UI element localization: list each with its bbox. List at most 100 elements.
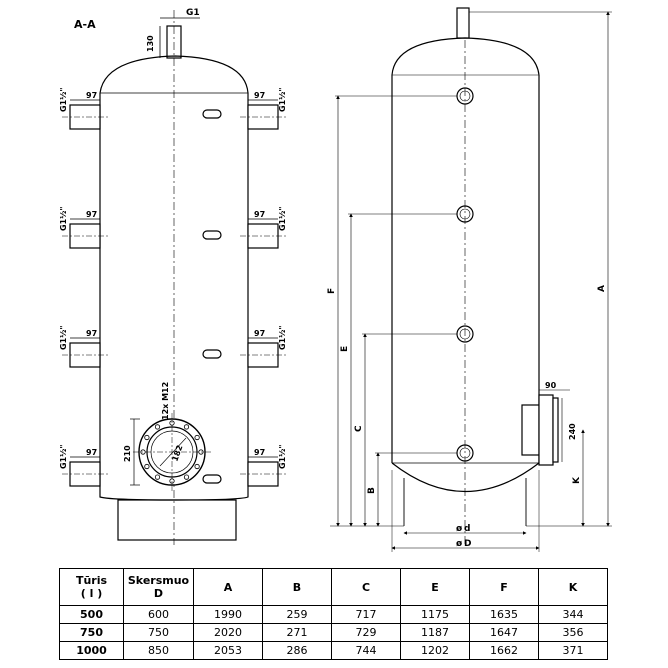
- tank-skirt: [117, 499, 237, 541]
- left-connections: 97 97 97 97 G1½" G1½" G1½" G1½": [58, 87, 108, 487]
- table-header-cell: C: [331, 568, 401, 606]
- dim-D-label: D: [464, 539, 471, 549]
- bolt-hole: [154, 424, 161, 430]
- header-line-2: ( l ): [80, 587, 103, 600]
- table-cell: 717: [331, 605, 401, 624]
- side-dim-label: 97: [86, 329, 97, 338]
- right-connections: 97 97 97 97 G1½" G1½" G1½" G1½": [240, 87, 287, 487]
- table-header-cell: Tūris( l ): [59, 568, 124, 606]
- bolt-hole: [194, 434, 200, 441]
- table-cell: 344: [538, 605, 608, 624]
- table-header-cell: E: [400, 568, 470, 606]
- manhole-flange: 210 182 12x M12: [123, 382, 211, 491]
- table-cell: 371: [538, 641, 608, 660]
- table-cell: 1990: [193, 605, 263, 624]
- table-cell: 1175: [400, 605, 470, 624]
- side-dim-label: 97: [254, 329, 265, 338]
- side-dim-label: 97: [254, 91, 265, 100]
- header-line-2: D: [153, 587, 164, 600]
- bolt-hole: [194, 463, 200, 470]
- side-dim-label: 97: [86, 448, 97, 457]
- side-connection-label: G1½": [58, 325, 68, 350]
- top-pipe: [456, 7, 470, 39]
- table-header-cell: B: [262, 568, 332, 606]
- bolt-hole: [144, 434, 150, 441]
- table-cell: 286: [262, 641, 332, 660]
- side-dim-label: 97: [86, 210, 97, 219]
- table-header-cell: F: [469, 568, 539, 606]
- table-cell: 1662: [469, 641, 539, 660]
- side-connection-label: G1½": [277, 87, 287, 112]
- table-header-cell: A: [193, 568, 263, 606]
- bolt-hole: [183, 474, 190, 480]
- internal-tubes: [202, 109, 222, 484]
- side-connection-label: G1½": [58, 206, 68, 231]
- side-connection-label: G1½": [277, 206, 287, 231]
- dim-F-label: F: [327, 288, 337, 294]
- dim-A-label: A: [597, 285, 607, 292]
- dim-B-label: B: [367, 487, 377, 494]
- volume-cell: 750: [59, 623, 124, 642]
- side-connection-label: G1½": [58, 87, 68, 112]
- header-line-1: K: [568, 580, 578, 594]
- diameter-symbol: ø: [456, 539, 462, 549]
- side-connection-label: G1½": [58, 444, 68, 469]
- side-dim-label: 97: [254, 210, 265, 219]
- table-header-cell: K: [538, 568, 608, 606]
- bolt-hole: [154, 474, 161, 480]
- dimension-leaders: [330, 95, 612, 527]
- elevation-view: 90 240 F E C B A K: [327, 7, 612, 552]
- side-connection-label: G1½": [277, 444, 287, 469]
- shell-bottom: [391, 462, 540, 493]
- table-cell: 1202: [400, 641, 470, 660]
- volume-cell: 1000: [59, 641, 124, 660]
- volume-cell: 500: [59, 605, 124, 624]
- side-dim-label: 97: [86, 91, 97, 100]
- dim-E-label: E: [340, 346, 350, 352]
- table-cell: 1647: [469, 623, 539, 642]
- bolt-hole: [144, 463, 150, 470]
- header-line-1: E: [431, 580, 439, 594]
- header-line-1: F: [500, 580, 508, 594]
- diameter-symbol: ø: [456, 524, 462, 534]
- table-cell: 1187: [400, 623, 470, 642]
- header-line-1: Tūris: [75, 574, 108, 587]
- flange-dia-label: 240: [568, 423, 577, 440]
- bolt-hole: [183, 424, 190, 430]
- tank-dome: [99, 55, 249, 94]
- header-line-1: B: [292, 580, 302, 594]
- dim-d-label: d: [464, 524, 470, 534]
- top-connection: G1 130: [146, 8, 200, 59]
- table-cell: 2020: [193, 623, 263, 642]
- table-cell: 850: [123, 641, 194, 660]
- header-line-1: Skersmuo: [127, 574, 190, 587]
- flange-height-label: 210: [123, 445, 132, 462]
- vertical-dimensions: [336, 11, 610, 527]
- side-flange: 90 240: [521, 381, 577, 466]
- top-connection-label: G1: [186, 8, 200, 18]
- table-cell: 744: [331, 641, 401, 660]
- flange-width-label: 90: [545, 381, 557, 390]
- header-line-1: A: [223, 580, 233, 594]
- table-cell: 729: [331, 623, 401, 642]
- section-view: A-A G1 130: [58, 8, 287, 545]
- table-cell: 600: [123, 605, 194, 624]
- table-cell: 356: [538, 623, 608, 642]
- dim-K-label: K: [572, 476, 582, 484]
- flange-bolts-label: 12x M12: [161, 382, 170, 420]
- table-cell: 2053: [193, 641, 263, 660]
- table-cell: 1635: [469, 605, 539, 624]
- side-dim-label: 97: [254, 448, 265, 457]
- header-line-1: C: [361, 580, 371, 594]
- shell-dome: [391, 37, 540, 76]
- section-title: A-A: [74, 18, 96, 31]
- top-dim-label: 130: [146, 35, 155, 52]
